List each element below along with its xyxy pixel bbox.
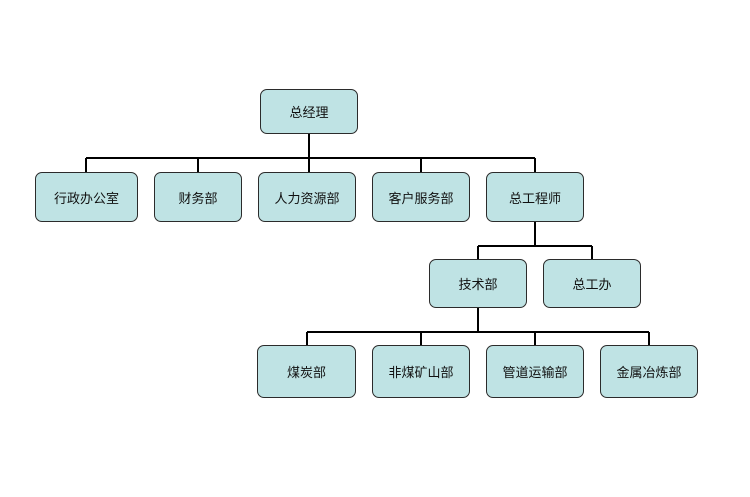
node-admin-office: 行政办公室 (35, 172, 138, 222)
node-metallurgy: 金属冶炼部 (600, 345, 698, 398)
node-hr: 人力资源部 (258, 172, 356, 222)
node-general-manager: 总经理 (260, 89, 358, 134)
node-pipeline: 管道运输部 (486, 345, 584, 398)
node-coal: 煤炭部 (257, 345, 356, 398)
node-chief-office: 总工办 (543, 259, 641, 308)
node-customer-service: 客户服务部 (372, 172, 470, 222)
node-finance: 财务部 (154, 172, 242, 222)
node-non-coal-mining: 非煤矿山部 (372, 345, 470, 398)
node-chief-engineer: 总工程师 (486, 172, 584, 222)
node-tech-dept: 技术部 (429, 259, 527, 308)
